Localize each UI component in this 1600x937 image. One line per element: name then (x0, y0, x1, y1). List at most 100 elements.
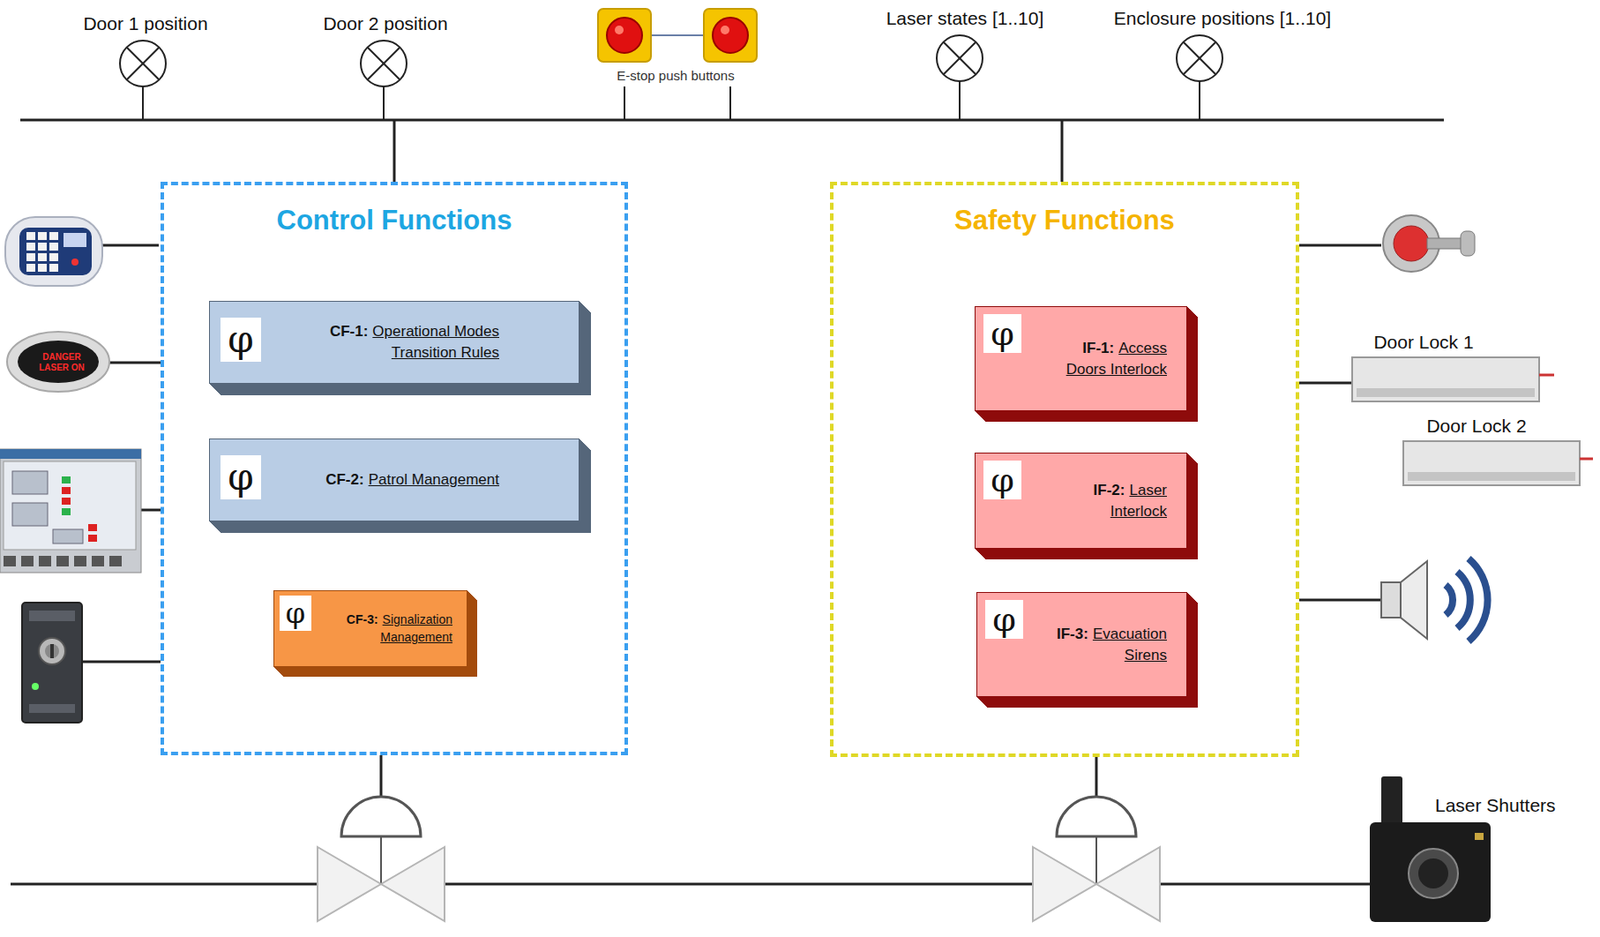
phi-symbol: φ (220, 455, 262, 500)
function-block: φ CF-3:Signalization Management (273, 590, 468, 667)
sensor-label: Door 1 position (82, 13, 208, 35)
function-block: φCF-1:Operational Modes Transition Rules (209, 300, 580, 384)
keypad-icon (49, 231, 59, 240)
valve-symbol (317, 846, 382, 921)
hmi-panel-icon (61, 508, 71, 516)
sensor-symbol (127, 47, 159, 80)
laser-sign-icon (7, 331, 161, 392)
estop-button (720, 25, 730, 35)
hmi-panel-icon (21, 555, 34, 567)
valve-symbol (1056, 796, 1137, 837)
siren-speaker-icon (1445, 584, 1453, 615)
hmi-panel-icon (109, 555, 122, 567)
hmi-panel-icon (12, 502, 48, 526)
phi-symbol: φ (983, 460, 1022, 500)
device-label: Laser Shutters (1435, 794, 1556, 816)
device-label: Door Lock 1 (1373, 331, 1473, 353)
key-switch-icon (1299, 215, 1475, 272)
valve-symbol (317, 796, 445, 921)
sensor-symbol (367, 47, 400, 80)
keypad-icon (26, 253, 36, 262)
estop-button (729, 86, 732, 120)
function-block: φ IF-2:Laser Interlock (974, 452, 1188, 549)
group-title: Safety Functions (833, 204, 1296, 237)
sensor-symbol (943, 42, 976, 75)
sensor-symbol (367, 47, 400, 80)
key-switch-icon (1427, 238, 1465, 249)
text-block: CF-2:Patrol Management (325, 469, 500, 491)
patrol-key-icon (44, 643, 60, 658)
phi-symbol: φ (279, 595, 312, 631)
keypad-icon (37, 231, 47, 240)
keypad-icon (26, 263, 36, 272)
key-switch-icon (1460, 231, 1475, 256)
bus-line (20, 119, 1444, 122)
function-id: IF-3: (1056, 625, 1089, 643)
bus-line (1095, 756, 1099, 797)
keypad-icon (37, 253, 47, 262)
siren-speaker-icon (1400, 560, 1428, 639)
sensor-symbol (119, 40, 166, 87)
estop-button (606, 17, 643, 53)
sign-text: DANGER LASER ON (37, 351, 87, 373)
hmi-panel-icon (61, 497, 71, 505)
sensor-symbol (360, 40, 407, 87)
siren-speaker-icon (1299, 598, 1382, 602)
siren-speaker-icon (1381, 582, 1401, 618)
hmi-panel-icon (88, 523, 98, 531)
text-area: CF-3:Signalization Management (327, 590, 453, 666)
hmi-panel-icon (52, 529, 83, 544)
laser-shutter-icon (1408, 848, 1458, 898)
function-name: Operational Modes Transition Rules (372, 322, 500, 361)
valve-symbol (341, 796, 421, 837)
patrol-key-icon (50, 643, 54, 658)
sensor-symbol (127, 47, 159, 80)
patrol-key-icon (22, 602, 161, 723)
keypad-icon (49, 242, 59, 251)
hmi-panel-icon (0, 448, 161, 573)
laser-sign-icon (7, 331, 110, 392)
door-lock-icon (1299, 357, 1593, 486)
function-group: Control FunctionsφCF-1:Operational Modes… (160, 181, 629, 756)
text-area: IF-2:Laser Interlock (1045, 453, 1167, 548)
keypad-icon (37, 263, 47, 272)
group-title: Control Functions (164, 204, 625, 237)
keypad-icon (26, 231, 36, 240)
estop-button (623, 86, 626, 120)
estop-button (598, 8, 651, 62)
siren-speaker-icon (1457, 571, 1471, 629)
bus-line (1159, 882, 1370, 886)
sensor-symbol (936, 35, 983, 82)
laser-shutter-icon (1381, 776, 1403, 825)
hmi-panel-icon (38, 555, 52, 567)
laser-shutter-icon (1418, 858, 1449, 889)
function-block: φIF-3:Evacuation Sirens (976, 591, 1188, 697)
estop-button (712, 17, 748, 53)
valve-symbol (381, 846, 445, 921)
keypad-icon (26, 242, 36, 251)
text-block: CF-1:Operational Modes Transition Rules (287, 321, 500, 364)
door-lock-icon (1356, 388, 1535, 397)
bus-line (444, 882, 1033, 886)
valve-symbol (1095, 836, 1098, 884)
laser-sign-icon (109, 361, 161, 365)
function-id: CF-2: (325, 471, 364, 488)
text-area: CF-1:Operational Modes Transition Rules (287, 301, 500, 383)
hmi-panel-icon (3, 555, 16, 567)
keypad-icon (49, 253, 59, 262)
function-name: Access Doors Interlock (1066, 339, 1167, 378)
hmi-panel-icon (3, 555, 122, 567)
function-name: Evacuation Sirens (1092, 625, 1167, 664)
estop-button (614, 25, 624, 35)
function-block: φIF-1:Access Doors Interlock (974, 306, 1188, 412)
keypad-icon (26, 231, 59, 272)
door-lock-icon (1403, 441, 1580, 486)
sensor-symbol (119, 35, 1223, 120)
key-switch-icon (1393, 225, 1429, 262)
keypad-icon (49, 263, 59, 272)
door-lock-icon (1579, 457, 1593, 461)
sensor-label: Laser states [1..10] (886, 7, 1045, 30)
phi-symbol: φ (985, 599, 1024, 639)
estop-button (703, 8, 757, 62)
function-group: Safety Functions φIF-1:Access Doors Inter… (829, 181, 1300, 757)
